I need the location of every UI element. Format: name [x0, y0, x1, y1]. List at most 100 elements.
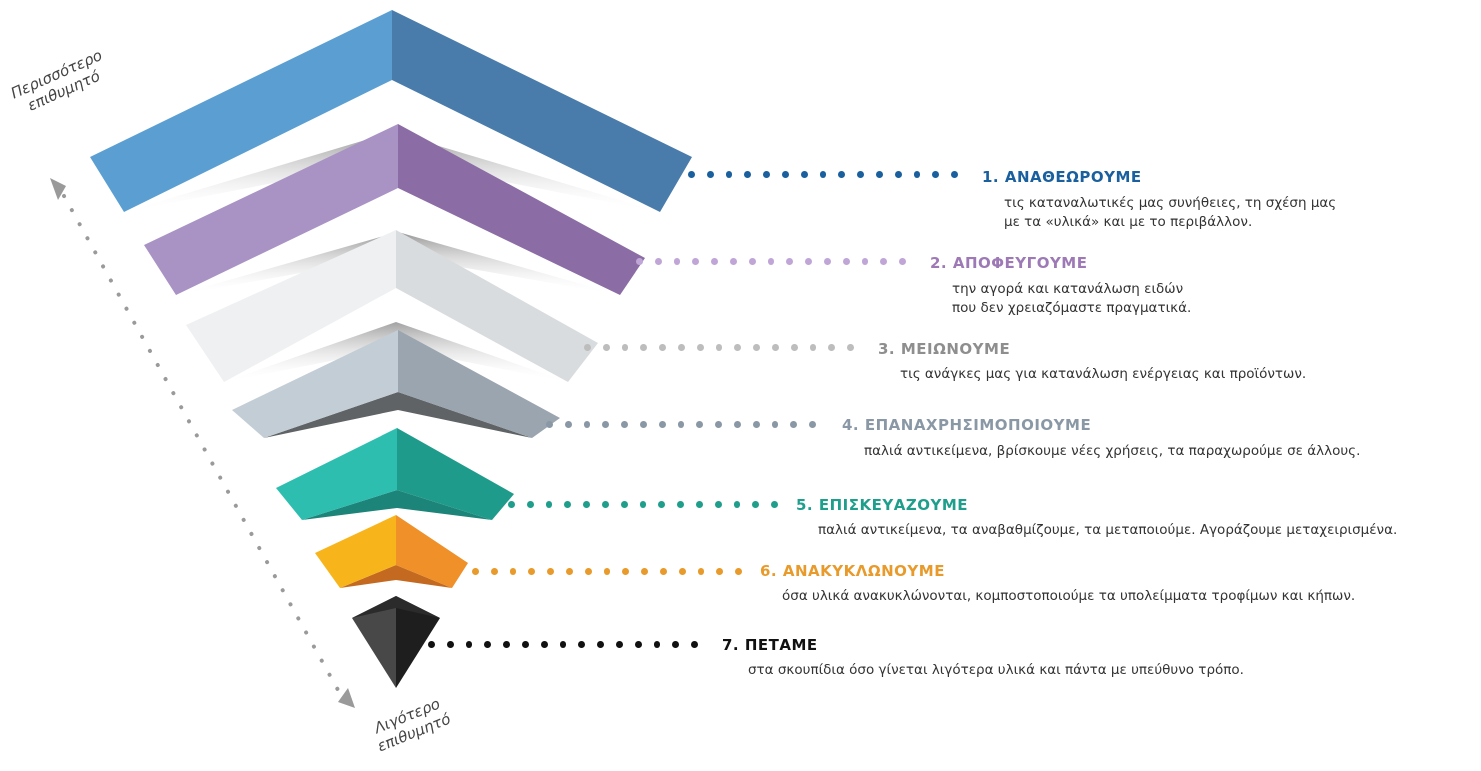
connector-dot — [465, 641, 473, 648]
connector-dot — [715, 344, 723, 351]
connector-dot — [641, 568, 648, 575]
pyramid-tier-4 — [232, 330, 560, 438]
connector-dot — [546, 421, 553, 428]
step-2-desc-line2: που δεν χρειαζόμαστε πραγματικά. — [952, 300, 1192, 316]
connector-dot — [899, 258, 906, 265]
connector-dot — [752, 501, 760, 508]
step-6-title: 6. ΑΝΑΚΥΚΛΩΝΟΥΜΕ — [760, 562, 945, 580]
connector-dot — [809, 421, 816, 428]
connector-dot — [861, 258, 869, 265]
step-7-title: 7. ΠΕΤΑΜΕ — [722, 636, 818, 654]
connector-dot — [639, 501, 647, 508]
connector-dot — [744, 171, 752, 178]
connector-dot — [428, 641, 435, 648]
connector-dot — [771, 421, 779, 428]
connector-dot — [951, 171, 958, 178]
connector-dot — [847, 344, 854, 351]
connector-dot — [634, 641, 642, 648]
connector-dot — [695, 501, 703, 508]
connector-dot — [521, 641, 529, 648]
connector-dot — [771, 344, 779, 351]
connector-dot — [526, 501, 534, 508]
connector-dot — [688, 171, 695, 178]
connector-dot — [842, 258, 850, 265]
connector-dot — [659, 344, 666, 351]
connector-dot — [880, 258, 888, 265]
connector-dot — [715, 421, 722, 428]
connector-dot — [528, 568, 536, 575]
connector-dots-7 — [428, 641, 710, 648]
connector-dots-5 — [508, 501, 790, 508]
connector-dot — [640, 344, 648, 351]
connector-dot — [763, 171, 770, 178]
connector-dot — [894, 171, 902, 178]
connector-dot — [658, 501, 666, 508]
step-2-desc-line1: την αγορά και κατανάλωση ειδών — [952, 281, 1184, 297]
step-6-desc-line1: όσα υλικά ανακυκλώνονται, κομποστοποιούμ… — [782, 588, 1356, 604]
connector-dot — [857, 171, 864, 178]
connector-dot — [673, 258, 681, 265]
connector-dot — [601, 501, 609, 508]
step-4-desc-line1: παλιά αντικείμενα, βρίσκουμε νέες χρήσει… — [864, 443, 1361, 459]
connector-dot — [615, 641, 623, 648]
step-5-desc-line1: παλιά αντικείμενα, τα αναβαθμίζουμε, τα … — [818, 522, 1398, 538]
connector-dot — [691, 641, 698, 648]
arrow-down-icon — [338, 688, 355, 708]
pyramid-tier-7 — [352, 596, 440, 688]
connector-dot — [545, 501, 553, 508]
connector-dot — [786, 258, 794, 265]
step-3-title: 3. ΜΕΙΩΝΟΥΜΕ — [878, 340, 1011, 358]
connector-dot — [583, 501, 590, 508]
connector-dot — [677, 421, 685, 428]
step-3-desc-line1: τις ανάγκες μας για κατανάλωση ενέργειας… — [900, 366, 1307, 382]
connector-dot — [875, 171, 883, 178]
connector-dot — [565, 568, 573, 575]
connector-dot — [790, 421, 798, 428]
connector-dot — [733, 501, 741, 508]
connector-dot — [838, 171, 846, 178]
connector-dot — [677, 501, 684, 508]
connector-dot — [696, 421, 704, 428]
connector-dot — [659, 568, 667, 575]
connector-dot — [509, 568, 517, 575]
connector-dot — [508, 501, 515, 508]
connector-dot — [564, 501, 572, 508]
connector-dot — [767, 258, 775, 265]
connector-dot — [653, 641, 661, 648]
connector-dot — [658, 421, 666, 428]
connector-dots-2 — [636, 258, 918, 265]
pyramid-tier-5 — [276, 428, 514, 520]
connector-dot — [734, 344, 742, 351]
connector-dot — [828, 344, 836, 351]
connector-dot — [677, 344, 685, 351]
connector-dot — [932, 171, 940, 178]
connector-dot — [790, 344, 798, 351]
connector-dot — [678, 568, 686, 575]
connector-dot — [621, 344, 629, 351]
connector-dot — [716, 568, 724, 575]
connector-dot — [578, 641, 586, 648]
pyramid-tier-6 — [315, 515, 468, 588]
connector-dot — [559, 641, 567, 648]
connector-dot — [692, 258, 700, 265]
connector-dot — [800, 171, 808, 178]
connector-dot — [597, 641, 604, 648]
connector-dot — [620, 501, 628, 508]
desirability-axis-arrow — [50, 178, 355, 708]
connector-dot — [733, 421, 741, 428]
connector-dot — [490, 568, 498, 575]
step-7-desc-line1: στα σκουπίδια όσο γίνεται λιγότερα υλικά… — [748, 662, 1244, 678]
step-5-title: 5. ΕΠΙΣΚΕΥΑΖΟΥΜΕ — [796, 496, 968, 514]
connector-dots-1 — [688, 171, 970, 178]
connector-dot — [484, 641, 492, 648]
connector-dot — [602, 421, 610, 428]
connector-dot — [697, 568, 705, 575]
connector-dot — [714, 501, 722, 508]
connector-dot — [706, 171, 714, 178]
step-1-desc-line2: με τα «υλικά» και με το περιβάλλον. — [1004, 214, 1253, 230]
connector-dot — [753, 344, 760, 351]
connector-dot — [771, 501, 778, 508]
connector-dot — [446, 641, 454, 648]
